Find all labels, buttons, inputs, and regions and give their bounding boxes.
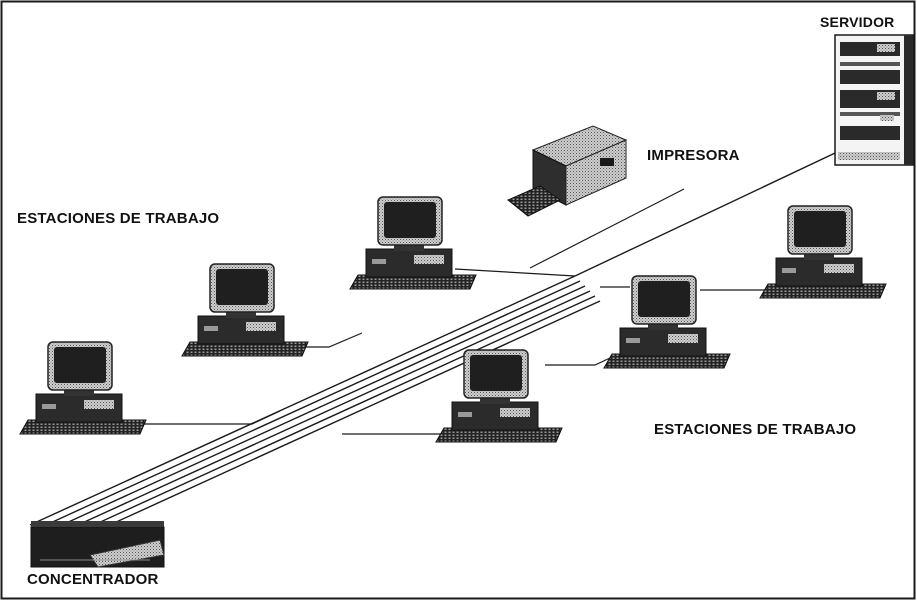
concentrator-label: CONCENTRADOR (27, 571, 159, 588)
workstation-1 (20, 342, 146, 434)
workstation-6 (436, 350, 562, 442)
server-icon (835, 35, 913, 165)
workstations-label-right: ESTACIONES DE TRABAJO (654, 421, 856, 438)
workstation-2 (182, 264, 308, 356)
workstations-label-left: ESTACIONES DE TRABAJO (17, 210, 219, 227)
workstation-5 (760, 206, 886, 298)
server-label: SERVIDOR (820, 14, 894, 30)
workstation-3 (350, 197, 476, 289)
printer-icon (508, 126, 626, 216)
concentrator-icon (31, 521, 164, 567)
printer-label: IMPRESORA (647, 147, 740, 164)
